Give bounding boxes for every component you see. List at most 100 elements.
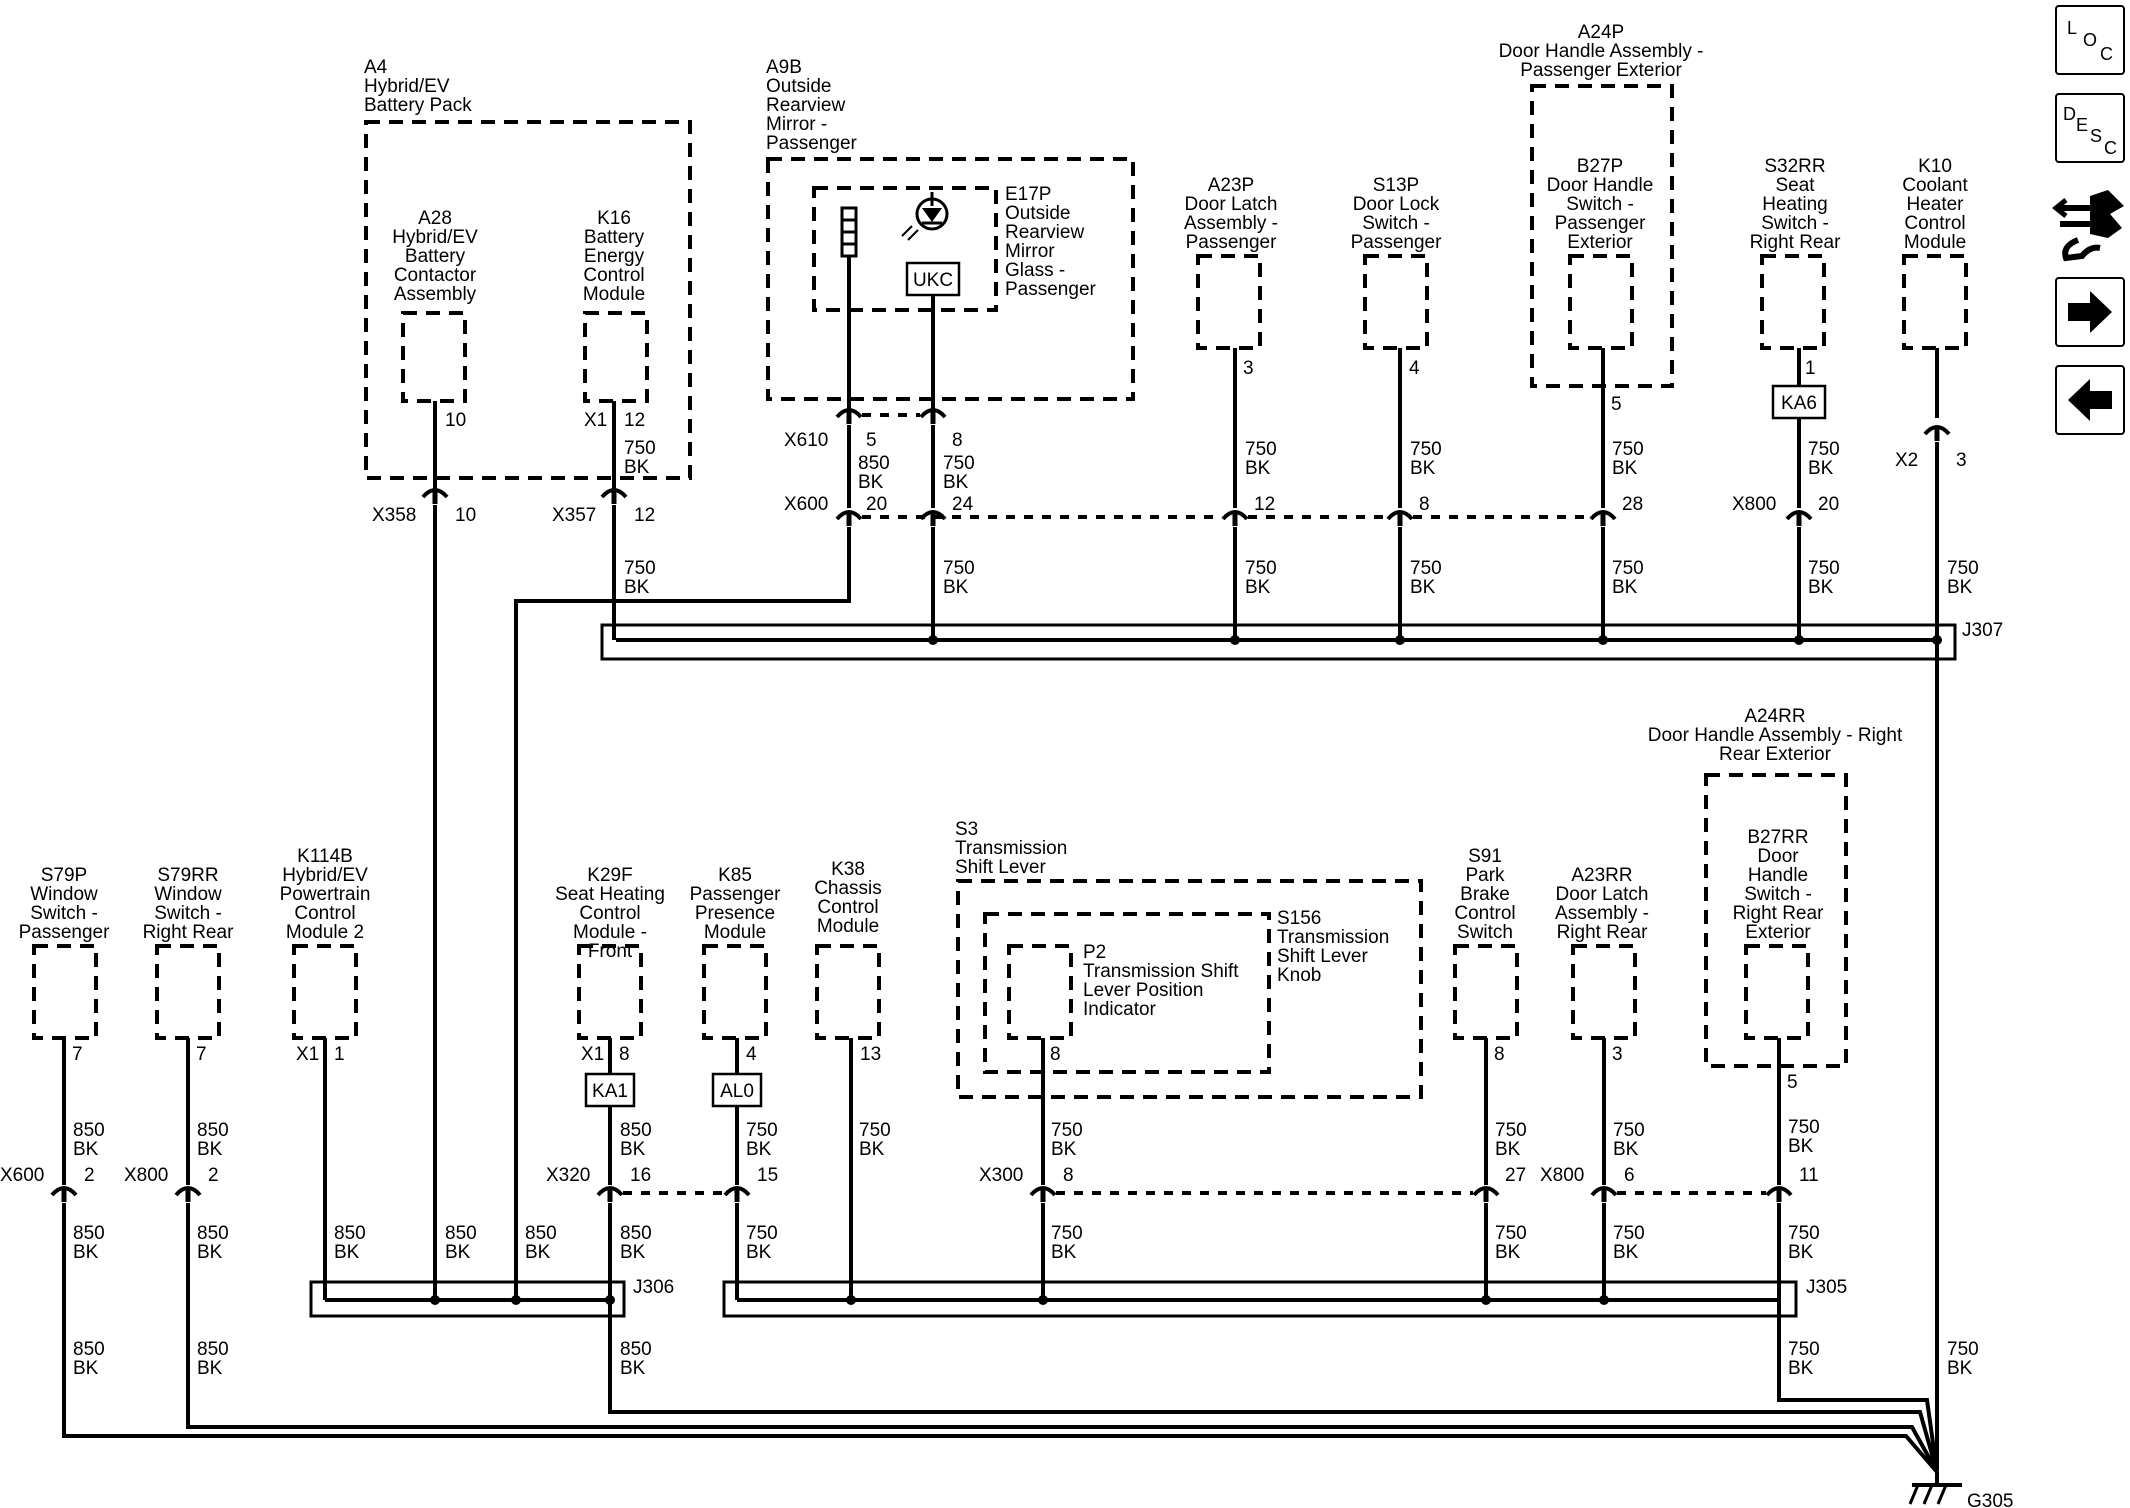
svg-text:6: 6 — [1624, 1165, 1635, 1186]
a23p-latch-box — [1196, 254, 1262, 350]
svg-text:10: 10 — [445, 410, 466, 431]
svg-text:8: 8 — [1050, 1044, 1061, 1065]
svg-text:X320: X320 — [546, 1165, 590, 1186]
svg-text:12: 12 — [1254, 494, 1275, 515]
svg-text:12: 12 — [634, 505, 655, 526]
svg-text:X1: X1 — [584, 410, 607, 431]
ka6-option-box — [1771, 384, 1827, 420]
al0-label: AL0 — [720, 1081, 754, 1102]
svg-text:4: 4 — [1409, 358, 1420, 379]
svg-text:X300: X300 — [979, 1165, 1023, 1186]
svg-text:16: 16 — [630, 1165, 651, 1186]
svg-text:28: 28 — [1622, 494, 1643, 515]
k38-module-box — [815, 944, 881, 1040]
svg-text:X610: X610 — [784, 430, 828, 451]
svg-text:X1: X1 — [581, 1044, 604, 1065]
j306-label: J306 — [633, 1277, 674, 1298]
svg-text:S: S — [2090, 126, 2102, 146]
k114b-module-box — [292, 944, 358, 1040]
location-button[interactable]: L O C — [2055, 5, 2125, 75]
svg-text:5: 5 — [1611, 394, 1622, 415]
p2-indicator-box — [1007, 944, 1073, 1040]
svg-text:13: 13 — [860, 1044, 881, 1065]
svg-text:12: 12 — [624, 410, 645, 431]
svg-text:X600: X600 — [0, 1165, 44, 1186]
a23rr-latch-box — [1571, 944, 1637, 1040]
svg-text:1: 1 — [334, 1044, 345, 1065]
b27rr-switch-box — [1744, 944, 1810, 1040]
svg-text:15: 15 — [757, 1165, 778, 1186]
ukc-box — [905, 261, 961, 297]
svg-text:8: 8 — [1494, 1044, 1505, 1065]
svg-text:X800: X800 — [1540, 1165, 1584, 1186]
s13p-switch-box — [1363, 254, 1429, 350]
a24rr-handle-outline — [1704, 773, 1848, 1068]
svg-text:2: 2 — [208, 1165, 219, 1186]
j306-splice — [309, 1280, 626, 1318]
g305-label: G305 — [1967, 1491, 2013, 1508]
svg-text:8: 8 — [619, 1044, 630, 1065]
s3-shift-lever-outline — [956, 879, 1423, 1099]
s79p-switch-box — [32, 944, 98, 1040]
svg-text:3: 3 — [1243, 358, 1254, 379]
svg-text:8: 8 — [1419, 494, 1430, 515]
svg-text:2: 2 — [84, 1165, 95, 1186]
svg-text:8: 8 — [952, 430, 963, 451]
j307-splice — [600, 623, 1957, 661]
previous-button[interactable] — [2055, 365, 2125, 435]
next-button[interactable] — [2055, 277, 2125, 347]
a9b-mirror-outline — [766, 157, 1135, 401]
svg-text:7: 7 — [196, 1044, 207, 1065]
svg-text:X800: X800 — [124, 1165, 168, 1186]
svg-text:X600: X600 — [784, 494, 828, 515]
s156-knob-outline — [983, 912, 1271, 1074]
svg-text:5: 5 — [866, 430, 877, 451]
connector-view-button[interactable] — [2051, 190, 2124, 262]
svg-text:X1: X1 — [296, 1044, 319, 1065]
description-button[interactable]: D E S C — [2055, 93, 2125, 163]
svg-text:1: 1 — [1805, 358, 1816, 379]
svg-text:3: 3 — [1612, 1044, 1623, 1065]
k10-module-box — [1902, 254, 1968, 350]
svg-text:20: 20 — [866, 494, 887, 515]
s91-switch-box — [1453, 944, 1519, 1040]
svg-text:4: 4 — [746, 1044, 757, 1065]
